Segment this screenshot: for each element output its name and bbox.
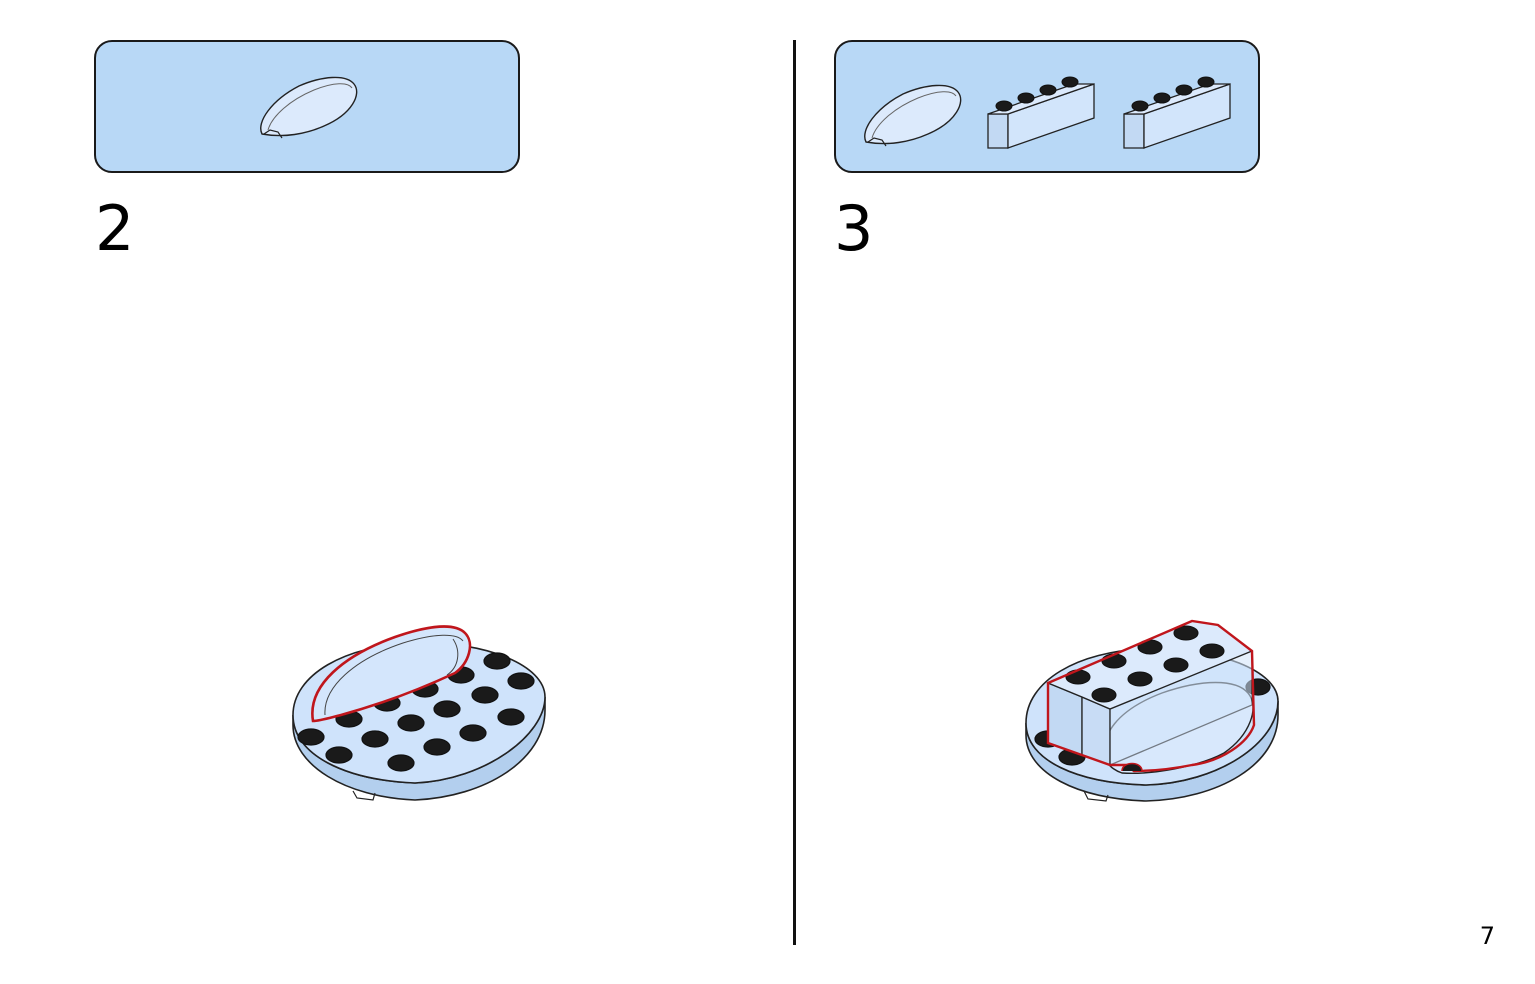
step-number-2: 2 <box>95 192 135 265</box>
new-part-outline <box>311 625 472 723</box>
parts-callout-step-2 <box>94 40 520 173</box>
assembly-step-2 <box>292 625 546 801</box>
curved-slope-brick-icon <box>260 76 358 139</box>
brick-1x4-icon <box>987 76 1095 149</box>
step-number-3: 3 <box>834 192 874 265</box>
page-number: 7 <box>1479 922 1495 950</box>
assembly-step-3 <box>1025 619 1279 802</box>
parts-callout-step-3 <box>834 40 1260 173</box>
page-divider <box>793 40 796 945</box>
curved-slope-brick-icon <box>864 84 962 147</box>
brick-1x4-icon <box>1123 76 1231 149</box>
